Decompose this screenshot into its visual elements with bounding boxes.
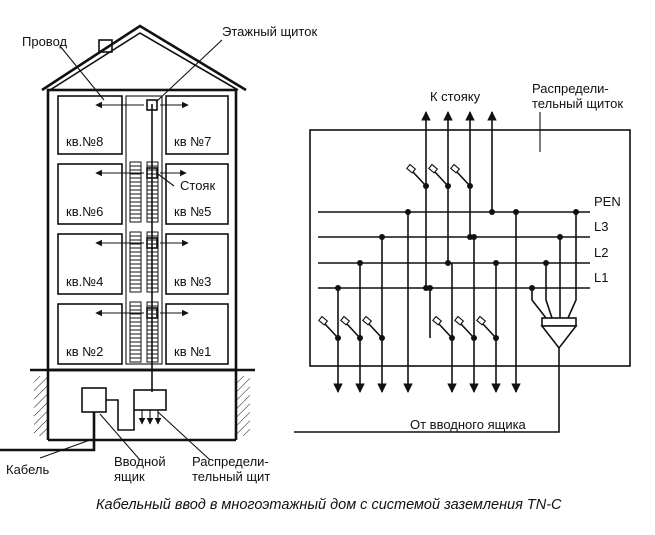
floor-panel-1 bbox=[146, 307, 158, 319]
floor-panel-label: Этажный щиток bbox=[222, 24, 317, 39]
apartment-6 bbox=[57, 163, 123, 225]
ground-hatch-right bbox=[236, 376, 250, 436]
apartment-2-label: кв №2 bbox=[66, 344, 103, 359]
floor-panel-4 bbox=[146, 99, 158, 111]
cable-label: Кабель bbox=[6, 462, 49, 477]
apartment-5-label: кв №5 bbox=[174, 204, 211, 219]
figure-caption: Кабельный ввод в многоэтажный дом с сист… bbox=[96, 497, 562, 513]
stairwell bbox=[125, 95, 163, 365]
bus-l2-label: L2 bbox=[594, 245, 608, 260]
apartment-3 bbox=[165, 233, 229, 295]
apartment-2 bbox=[57, 303, 123, 365]
distribution-panel-label-1: Распредели- bbox=[532, 81, 609, 96]
apartment-5 bbox=[165, 163, 229, 225]
apartment-6-label: кв.№6 bbox=[66, 204, 103, 219]
cable-line bbox=[0, 412, 96, 452]
building-walls bbox=[46, 88, 238, 372]
apartment-3-label: кв №3 bbox=[174, 274, 211, 289]
upper-breakers bbox=[405, 163, 473, 288]
apartment-1 bbox=[165, 303, 229, 365]
floor-panel-3 bbox=[146, 167, 158, 179]
from-entry-box-label: От вводного ящика bbox=[410, 417, 527, 432]
entry-box bbox=[81, 387, 107, 413]
entry-to-board bbox=[106, 399, 135, 431]
roof bbox=[41, 24, 247, 92]
lower-breakers bbox=[317, 237, 499, 341]
floor-panel-2 bbox=[146, 237, 158, 249]
incoming-feeder bbox=[294, 212, 578, 433]
bus-l3-label: L3 bbox=[594, 219, 608, 234]
to-riser-label: К стояку bbox=[430, 89, 481, 104]
distribution-board bbox=[133, 389, 167, 411]
riser-outputs bbox=[421, 111, 497, 212]
schematic: PEN L3 L2 L1 bbox=[294, 81, 631, 433]
apartment-7 bbox=[165, 95, 229, 155]
chimney bbox=[98, 39, 113, 53]
apartment-8-label: кв.№8 bbox=[66, 134, 103, 149]
lower-outputs bbox=[333, 212, 521, 393]
stairs bbox=[129, 161, 159, 363]
apartment-8 bbox=[57, 95, 123, 155]
building: Провод Этажный щиток Стояк кв.№8 кв №7 к… bbox=[0, 24, 317, 484]
apartment-4-label: кв.№4 bbox=[66, 274, 103, 289]
leader-lines bbox=[39, 39, 223, 461]
apartment-wires bbox=[95, 101, 189, 317]
distribution-board-label-2: тельный щит bbox=[192, 469, 270, 484]
ground-hatch-left bbox=[34, 376, 48, 436]
apartment-7-label: кв №7 bbox=[174, 134, 211, 149]
distribution-board-label-1: Распредели- bbox=[192, 454, 269, 469]
board-outputs bbox=[138, 410, 162, 425]
junction-dots bbox=[335, 209, 579, 291]
riser-label: Стояк bbox=[180, 178, 215, 193]
entry-box-label-1: Вводной bbox=[114, 454, 166, 469]
entry-box-label-2: ящик bbox=[114, 469, 145, 484]
wire-label: Провод bbox=[22, 34, 68, 49]
apartment-4 bbox=[57, 233, 123, 295]
bus-l1-label: L1 bbox=[594, 270, 608, 285]
distribution-panel-label-2: тельный щиток bbox=[532, 96, 623, 111]
apartment-1-label: кв №1 bbox=[174, 344, 211, 359]
bus-pen-label: PEN bbox=[594, 194, 621, 209]
